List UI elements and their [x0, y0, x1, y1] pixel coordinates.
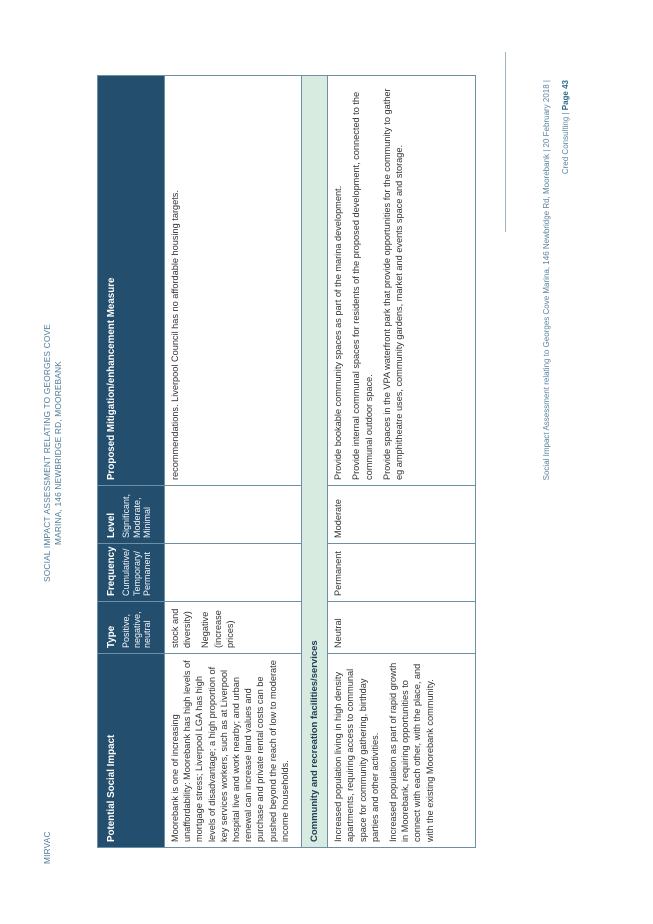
header-document-title: SOCIAL IMPACT ASSESSMENT RELATING TO GEO…: [42, 272, 64, 634]
cell-mitigation: Provide bookable community spaces as par…: [327, 75, 476, 486]
footer-company: Cred Consulting |: [561, 110, 570, 175]
footer-page-info: Cred Consulting | Page 43: [561, 80, 570, 174]
cell-type: stock and diversity) Negative (increase …: [164, 601, 302, 654]
section-heading: Community and recreation facilities/serv…: [301, 75, 328, 848]
header-title-line2: MARINA, 146 NEWBRIDGE RD, MOOREBANK: [53, 360, 63, 546]
cell-level: [164, 485, 302, 544]
cell-type: Neutral: [327, 601, 476, 654]
col-header-impact: Potential Social Impact: [97, 653, 165, 848]
table-row: Increased population living in high dens…: [327, 75, 476, 848]
section-row: Community and recreation facilities/serv…: [301, 75, 328, 848]
table-row: Moorebank is one of increasing unafforda…: [164, 75, 302, 848]
footer-citation: Social Impact Assessment relating to Geo…: [542, 80, 551, 481]
page-number: Page 43: [561, 80, 570, 111]
cell-impact: Moorebank is one of increasing unafforda…: [164, 653, 302, 848]
cell-level: Moderate: [327, 485, 476, 544]
cell-frequency: Permanent: [327, 543, 476, 602]
footer-divider: [505, 52, 506, 232]
header-title-line1: SOCIAL IMPACT ASSESSMENT RELATING TO GEO…: [42, 324, 52, 583]
cell-mitigation: recommendations. Liverpool Council has n…: [164, 75, 302, 486]
cell-frequency: [164, 543, 302, 602]
header-company: MIRVAC: [42, 831, 52, 864]
cell-impact: Increased population living in high dens…: [327, 653, 476, 848]
col-header-mitigation: Proposed Mitigation/enhancement Measure: [97, 75, 165, 486]
